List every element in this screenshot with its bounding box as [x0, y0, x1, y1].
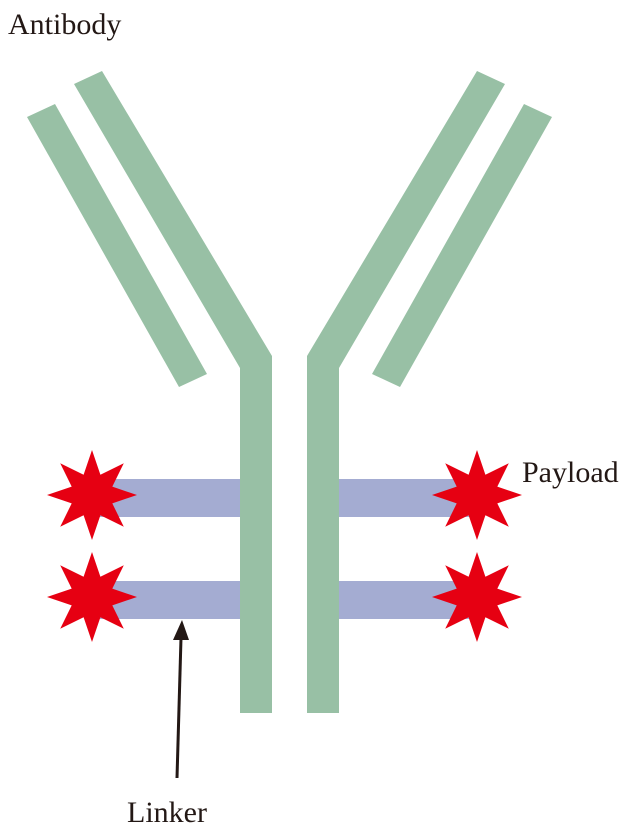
linker-arrow-shaft	[177, 638, 181, 778]
linkers	[92, 479, 478, 619]
linker-arrow-head	[173, 620, 189, 640]
linker-arrow	[173, 620, 189, 778]
linker-label: Linker	[127, 796, 207, 825]
payload-star-right-upper	[432, 450, 522, 540]
payload-star-left-lower	[47, 552, 137, 642]
antibody-label: Antibody	[8, 8, 121, 41]
payload-star-right-lower	[432, 552, 522, 642]
payload-star-left-upper	[47, 450, 137, 540]
payload-label: Payload	[522, 456, 619, 489]
